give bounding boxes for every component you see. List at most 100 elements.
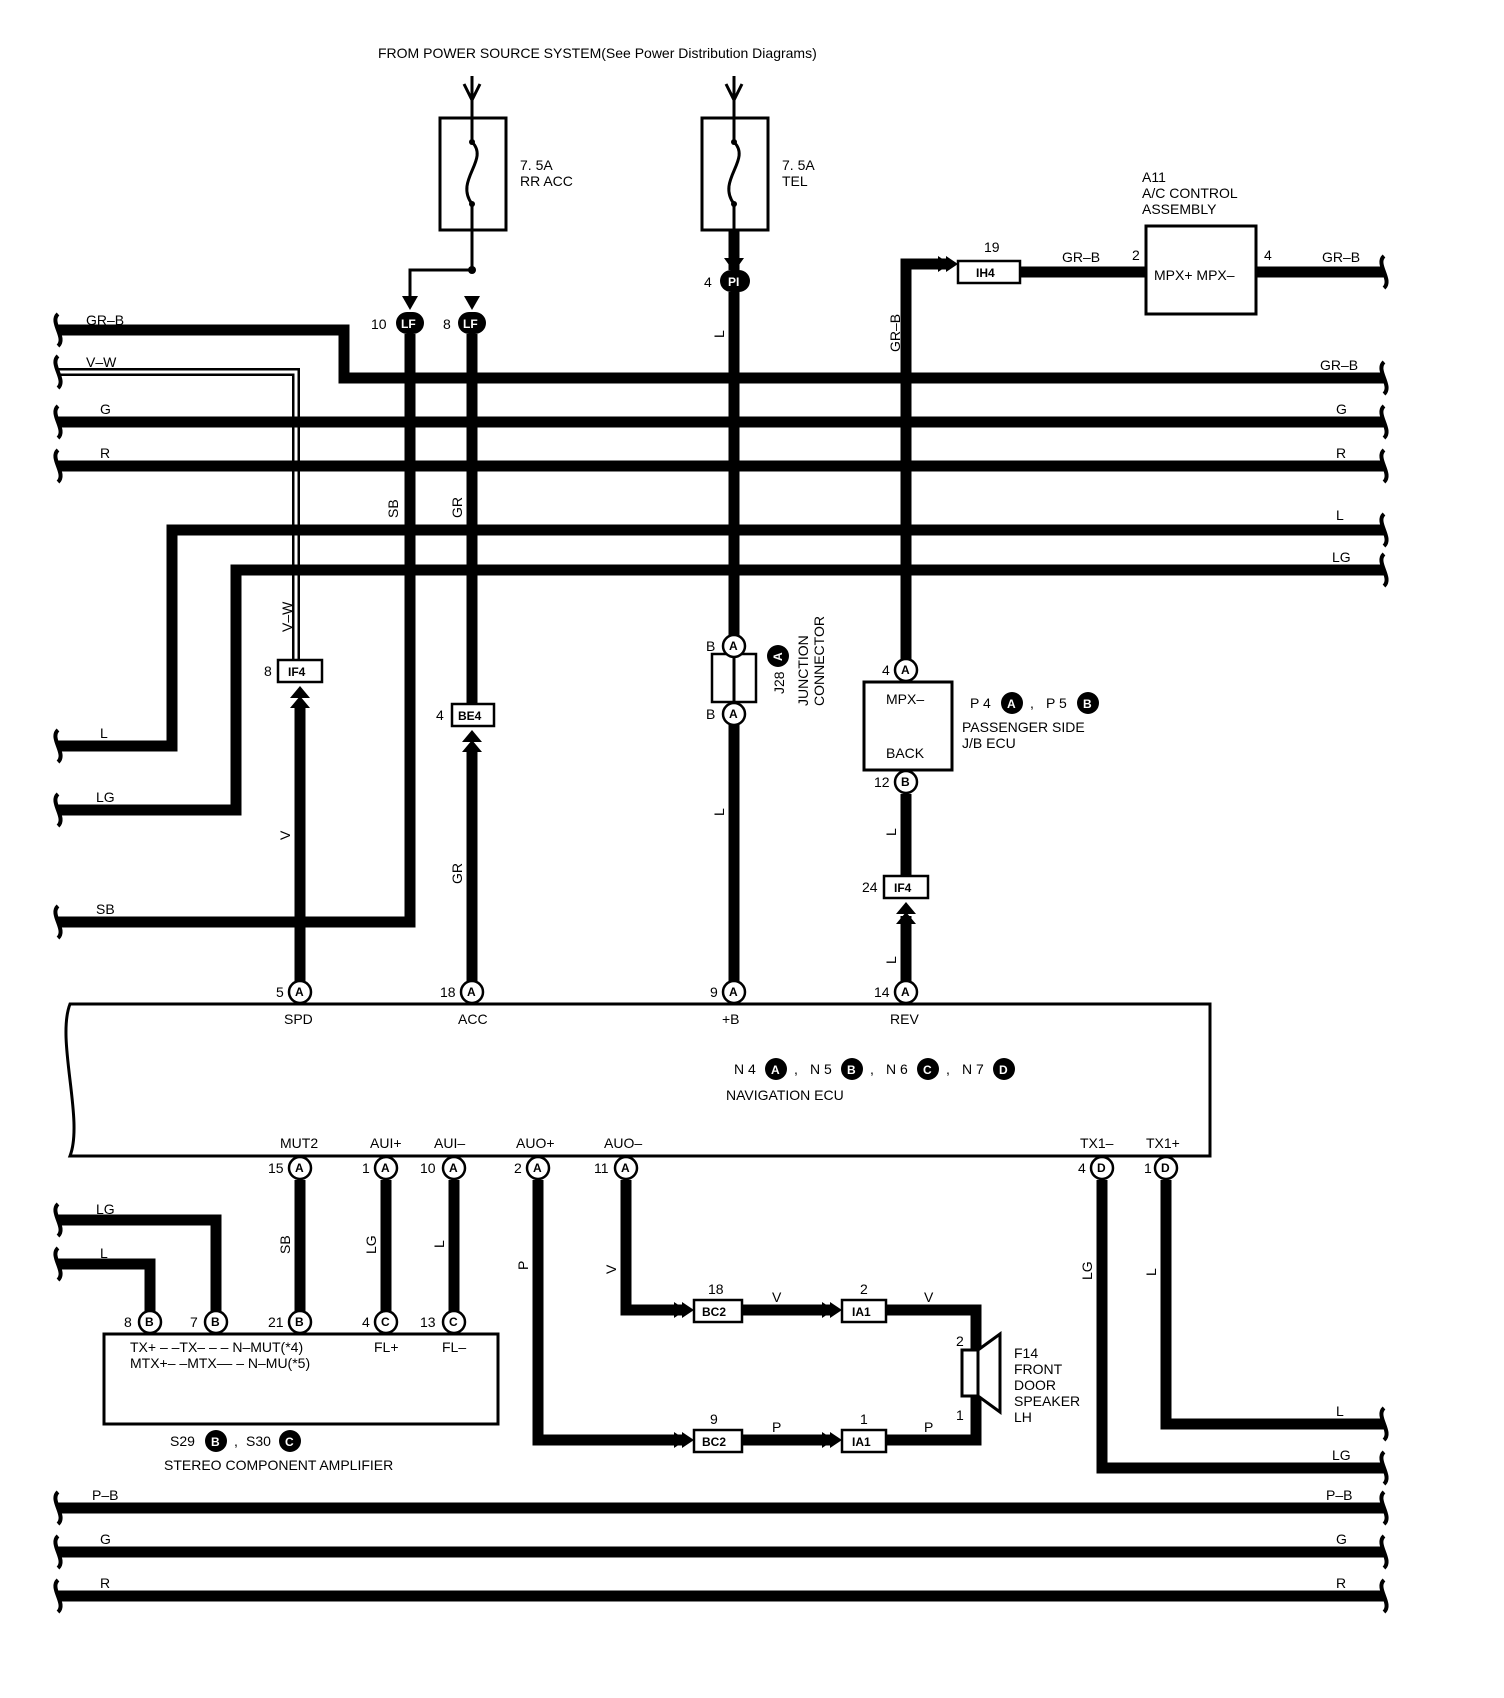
amplifier-name: STEREO COMPONENT AMPLIFIER — [164, 1457, 393, 1473]
wire-break-mark — [1379, 1578, 1389, 1614]
nav-top-pin-rev: A — [893, 979, 919, 1005]
amp-terminal-fl-minus: FL– — [442, 1339, 466, 1355]
fuse-rr-acc-name: RR ACC — [520, 173, 573, 189]
wire-label-sb-left: SB — [96, 901, 115, 917]
if4-pin-8: 8 — [264, 663, 272, 679]
svg-text:A: A — [771, 652, 785, 661]
wire-label-lg-aui: LG — [363, 1235, 379, 1254]
wire-label-lg-tx1-right: LG — [1332, 1447, 1351, 1463]
bc2-pin-18: 18 — [708, 1281, 724, 1297]
wire-break-mark — [1379, 1406, 1389, 1442]
nav-top-pin-acc-num: 18 — [440, 984, 456, 1000]
wire-break-mark — [1379, 1534, 1389, 1570]
navigation-ecu-name: NAVIGATION ECU — [726, 1087, 844, 1103]
svg-text:B: B — [145, 1315, 154, 1329]
wire-label-v-bc2: V — [772, 1289, 782, 1305]
nav-code-n6-letter: C — [917, 1058, 939, 1080]
wire-label-g-lower-right: G — [1336, 1531, 1347, 1547]
junction-code: J28 — [771, 671, 787, 694]
wire-break-mark — [53, 1578, 63, 1614]
junction-connector-j28: A A — [710, 633, 758, 727]
nav-terminal-aui-plus: AUI+ — [370, 1135, 402, 1151]
junction-name-2: CONNECTOR — [811, 616, 827, 706]
wire-label-l-left: L — [100, 725, 108, 741]
if4-connector-rev: IF4 — [882, 874, 930, 924]
amp-terminals-line-1: TX+ – –TX– – – N–MUT(*4) — [130, 1339, 303, 1355]
svg-text:C: C — [381, 1315, 390, 1329]
wire-label-r-lower-left: R — [100, 1575, 110, 1591]
pi-pin-4: 4 — [704, 274, 712, 290]
bc2-connector-bottom: BC2 — [692, 1428, 744, 1454]
svg-text:D: D — [1097, 1161, 1106, 1175]
wire-label-lg-right: LG — [1332, 549, 1351, 565]
wire-label-r-lower-right: R — [1336, 1575, 1346, 1591]
nav-terminal-auo-minus: AUO– — [604, 1135, 642, 1151]
nav-bottom-pin-aui-minus: A — [441, 1155, 467, 1181]
amp-terminal-fl-plus: FL+ — [374, 1339, 399, 1355]
wire-label-sb-mut: SB — [277, 1235, 293, 1254]
jb-ecu-terminal-back: BACK — [886, 745, 925, 761]
svg-text:A: A — [1007, 697, 1016, 711]
nav-terminal-b: +B — [722, 1011, 740, 1027]
wire-break-mark — [1379, 404, 1389, 440]
wire-break-mark — [53, 1202, 63, 1238]
ac-pin-4: 4 — [1264, 247, 1272, 263]
speaker-icon — [960, 1331, 1002, 1415]
svg-text:C: C — [285, 1435, 294, 1449]
bc2-pin-9: 9 — [710, 1411, 718, 1427]
wire-label-gr-upper: GR — [449, 497, 465, 518]
amp-code-sep: , — [234, 1433, 238, 1449]
ac-control-code: A11 — [1142, 169, 1166, 185]
wire-label-lg-tx1-vertical: LG — [1079, 1261, 1095, 1280]
power-arrow-tel — [724, 76, 744, 118]
speaker-code: F14 — [1014, 1345, 1038, 1361]
wire-break-mark — [53, 904, 63, 940]
nav-terminal-tx1-minus: TX1– — [1080, 1135, 1114, 1151]
wire-break-mark — [53, 1490, 63, 1526]
svg-text:B: B — [211, 1315, 220, 1329]
wire-l-tx1 — [1160, 1180, 1384, 1430]
wire-break-mark — [1379, 552, 1389, 588]
jb-ecu-code-2-letter: B — [1077, 692, 1099, 714]
nav-code-n6: N 6 — [886, 1061, 908, 1077]
nav-top-pin-rev-num: 14 — [874, 984, 890, 1000]
amp-pin-13: C — [441, 1309, 467, 1335]
jb-ecu-pin-top-num: 4 — [882, 662, 890, 678]
wire-label-v-w-vertical: V–W — [279, 601, 295, 632]
lf-pin-10: 10 — [371, 316, 387, 332]
svg-text:C: C — [449, 1315, 458, 1329]
amp-pin-8: B — [137, 1309, 163, 1335]
svg-text:D: D — [999, 1063, 1008, 1077]
svg-text:B: B — [1083, 697, 1092, 711]
svg-text:B: B — [847, 1063, 856, 1077]
be4-connector: BE4 — [450, 702, 496, 752]
svg-text:IA1: IA1 — [852, 1435, 871, 1449]
nav-terminal-tx1-plus: TX1+ — [1146, 1135, 1180, 1151]
ac-control-box — [1144, 224, 1258, 316]
lf-pin-8: 8 — [443, 316, 451, 332]
nav-terminal-acc: ACC — [458, 1011, 488, 1027]
amp-code-1: S29 — [170, 1433, 195, 1449]
nav-bottom-pin-tx1-plus-num: 1 — [1144, 1160, 1152, 1176]
wire-break-mark — [1379, 1450, 1389, 1486]
break-symbols — [53, 254, 1389, 1614]
if4-pin-24: 24 — [862, 879, 878, 895]
jb-ecu-code-2: P 5 — [1046, 695, 1067, 711]
wire-v-auo — [620, 1180, 682, 1316]
wire-label-l-rev-upper: L — [883, 828, 899, 836]
bc2-connector-top: BC2 — [692, 1298, 744, 1324]
ac-control-name-2: ASSEMBLY — [1142, 201, 1217, 217]
wire-label-lg-tx: LG — [96, 1201, 115, 1217]
svg-text:BC2: BC2 — [702, 1435, 726, 1449]
rr-acc-split — [402, 230, 480, 310]
svg-text:A: A — [901, 985, 910, 999]
wire-label-v-w-left: V–W — [86, 354, 117, 370]
jb-ecu-pin-bottom: B — [893, 769, 919, 795]
amp-pin-21-num: 21 — [268, 1314, 284, 1330]
wire-break-mark — [53, 1246, 63, 1282]
nav-bottom-pin-tx1-minus: D — [1089, 1155, 1115, 1181]
lf-connector-gr: LF — [458, 312, 486, 334]
ia1-pin-1: 1 — [860, 1411, 868, 1427]
ih4-connector: IH4 — [956, 259, 1022, 285]
wire-label-l-b: L — [711, 808, 727, 816]
